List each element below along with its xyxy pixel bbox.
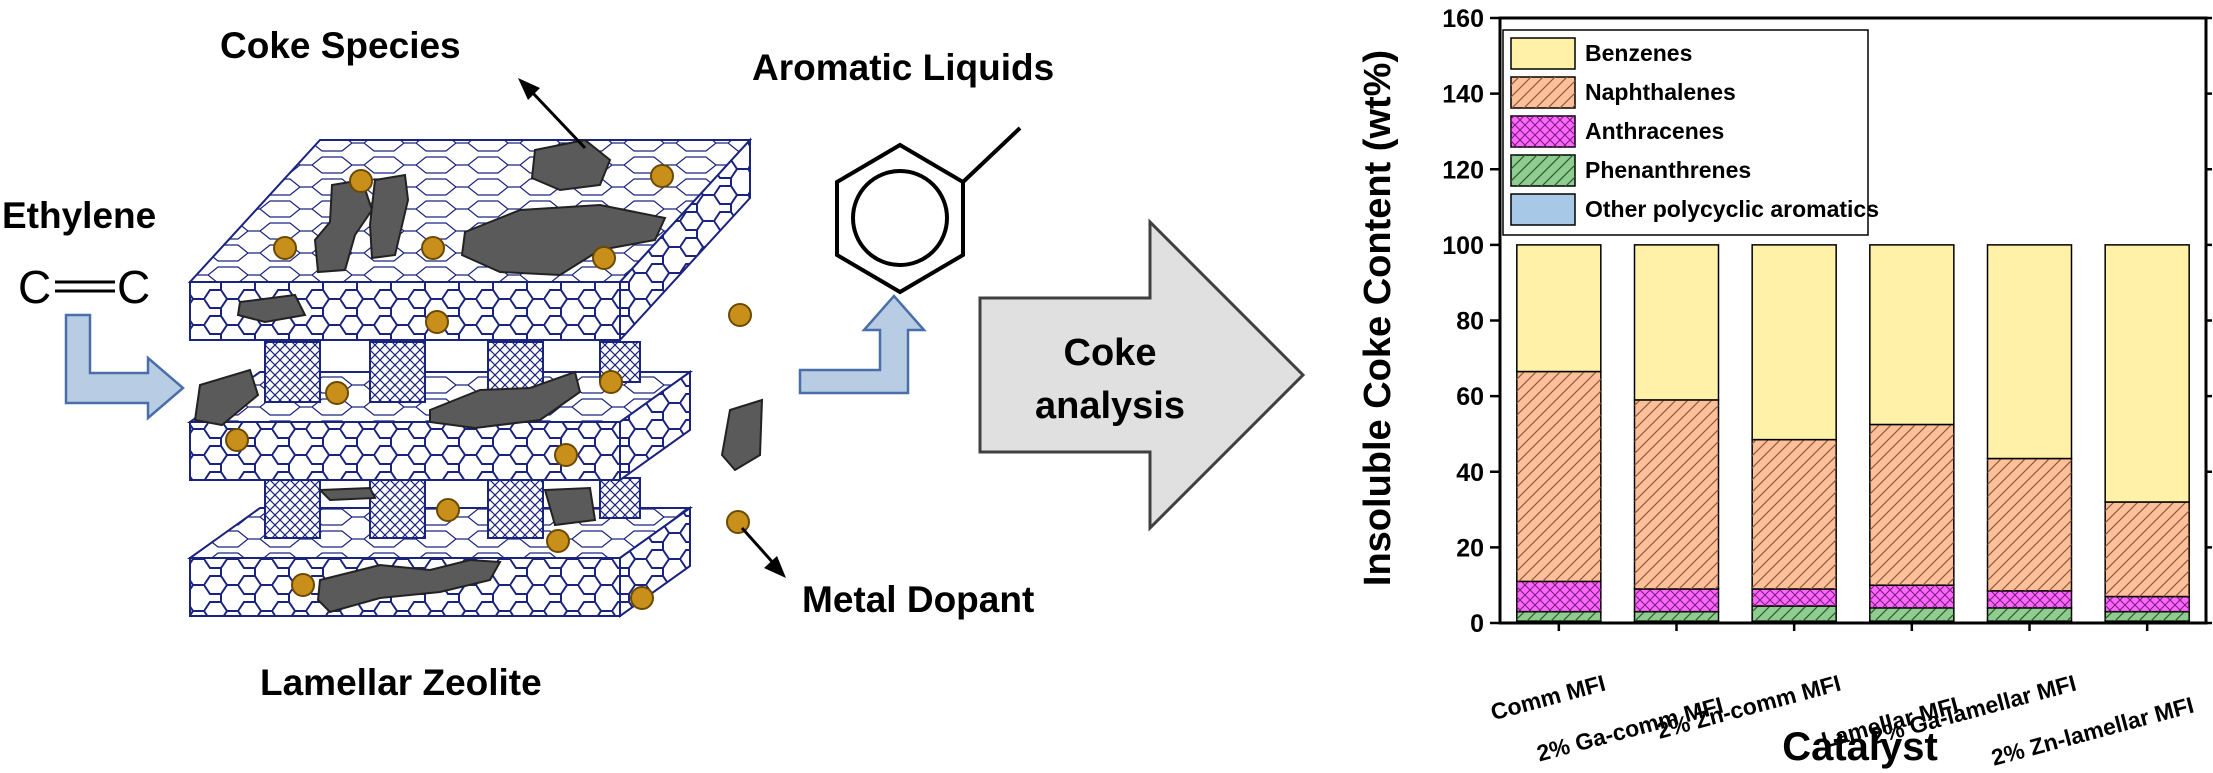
y-tick-label: 100 — [1442, 232, 1484, 260]
aromatic-outlet-arrow — [798, 294, 927, 395]
coke-analysis-arrow — [978, 218, 1306, 532]
chart-legend: BenzenesNaphthalenesAnthracenesPhenanthr… — [1502, 29, 1879, 236]
y-tick-label: 160 — [1442, 5, 1484, 33]
aromatic-liquids-label: Aromatic Liquids — [752, 47, 1054, 88]
y-tick-label: 60 — [1456, 383, 1484, 411]
metal-dopant-dots — [225, 164, 752, 610]
bar-segment-hatch — [1869, 585, 1954, 608]
coke-species-pointer — [528, 88, 587, 150]
ethylene-formula-c1: C — [18, 261, 51, 313]
x-axis-label: Catalyst — [1782, 725, 1938, 769]
coke-analysis-label-line1: Coke — [1064, 332, 1157, 374]
legend-entry-label: Other polycyclic aromatics — [1585, 196, 1879, 222]
legend-swatch-hatch — [1511, 77, 1575, 108]
pillars-lower — [264, 477, 641, 539]
bar-segment-hatch — [1752, 605, 1837, 622]
x-tick-label: Comm MFI — [1488, 670, 1608, 726]
legend-swatch-hatch — [1511, 116, 1575, 147]
bar-segment-hatch — [1987, 458, 2072, 591]
bar-segment — [2104, 244, 2190, 503]
y-tick-label: 40 — [1456, 459, 1484, 487]
y-tick-label: 140 — [1442, 81, 1484, 109]
legend-swatch — [1510, 37, 1576, 70]
legend-entry-label: Benzenes — [1585, 40, 1692, 66]
coke-species-arrowhead — [518, 78, 540, 100]
bar-segment-hatch — [1634, 588, 1719, 612]
bar-segment — [1986, 244, 2073, 460]
ethylene-formula-c2: C — [117, 261, 150, 313]
bar-segment — [1633, 244, 1720, 401]
bar-segment-hatch — [1634, 611, 1719, 622]
bar-segment-hatch — [2105, 611, 2190, 622]
metal-dopant-pointer — [740, 527, 777, 566]
bar-segment — [1869, 244, 1955, 426]
zeolite-schematic: C C Coke Species Aromatic Liquids Ethyle… — [2, 25, 1306, 703]
coke-species-blobs — [193, 138, 764, 614]
bar-segment-hatch — [2105, 596, 2190, 612]
coke-analysis-label-line2: analysis — [1035, 385, 1185, 427]
bar-segment-hatch — [1869, 607, 1954, 622]
y-tick-label: 20 — [1456, 534, 1484, 562]
bar-segment — [1751, 244, 1837, 441]
coke-species-label: Coke Species — [220, 25, 461, 66]
lamellar-zeolite-label: Lamellar Zeolite — [260, 662, 542, 703]
legend-entry-label: Phenanthrenes — [1585, 157, 1751, 183]
y-axis-ticks: 0 20 40 60 80 100 120 140 160 — [1442, 5, 2212, 638]
y-tick-label: 80 — [1456, 308, 1484, 336]
legend-entry-label: Anthracenes — [1585, 118, 1724, 144]
bar-segment-hatch — [1987, 607, 2072, 622]
y-tick-label: 120 — [1442, 156, 1484, 184]
bar-segment-hatch — [1752, 588, 1837, 606]
bar-segment-hatch — [1516, 371, 1601, 582]
bar-segment-hatch — [1516, 611, 1601, 622]
legend-entry-label: Naphthalenes — [1585, 79, 1736, 105]
y-axis-label: Insoluble Coke Content (wt%) — [1357, 50, 1399, 586]
bar-segment-hatch — [1869, 424, 1954, 586]
chart-bars — [1516, 244, 2190, 624]
bar-segment-hatch — [1987, 590, 2072, 608]
bar-segment — [1516, 244, 1602, 373]
toluene-structure-icon — [835, 126, 1022, 295]
bar-segment-hatch — [2105, 502, 2190, 597]
ethylene-label: Ethylene — [2, 195, 156, 236]
bar-segment-hatch — [1634, 399, 1719, 589]
ethylene-inlet-arrow — [64, 313, 185, 421]
legend-swatch — [1510, 193, 1576, 226]
bar-segment-hatch — [1516, 581, 1601, 612]
legend-swatch-hatch — [1511, 155, 1575, 186]
bar-segment-hatch — [1752, 439, 1837, 589]
metal-dopant-label: Metal Dopant — [802, 579, 1034, 620]
y-tick-label: 0 — [1470, 610, 1484, 638]
metal-dopant-arrowhead — [764, 556, 786, 578]
